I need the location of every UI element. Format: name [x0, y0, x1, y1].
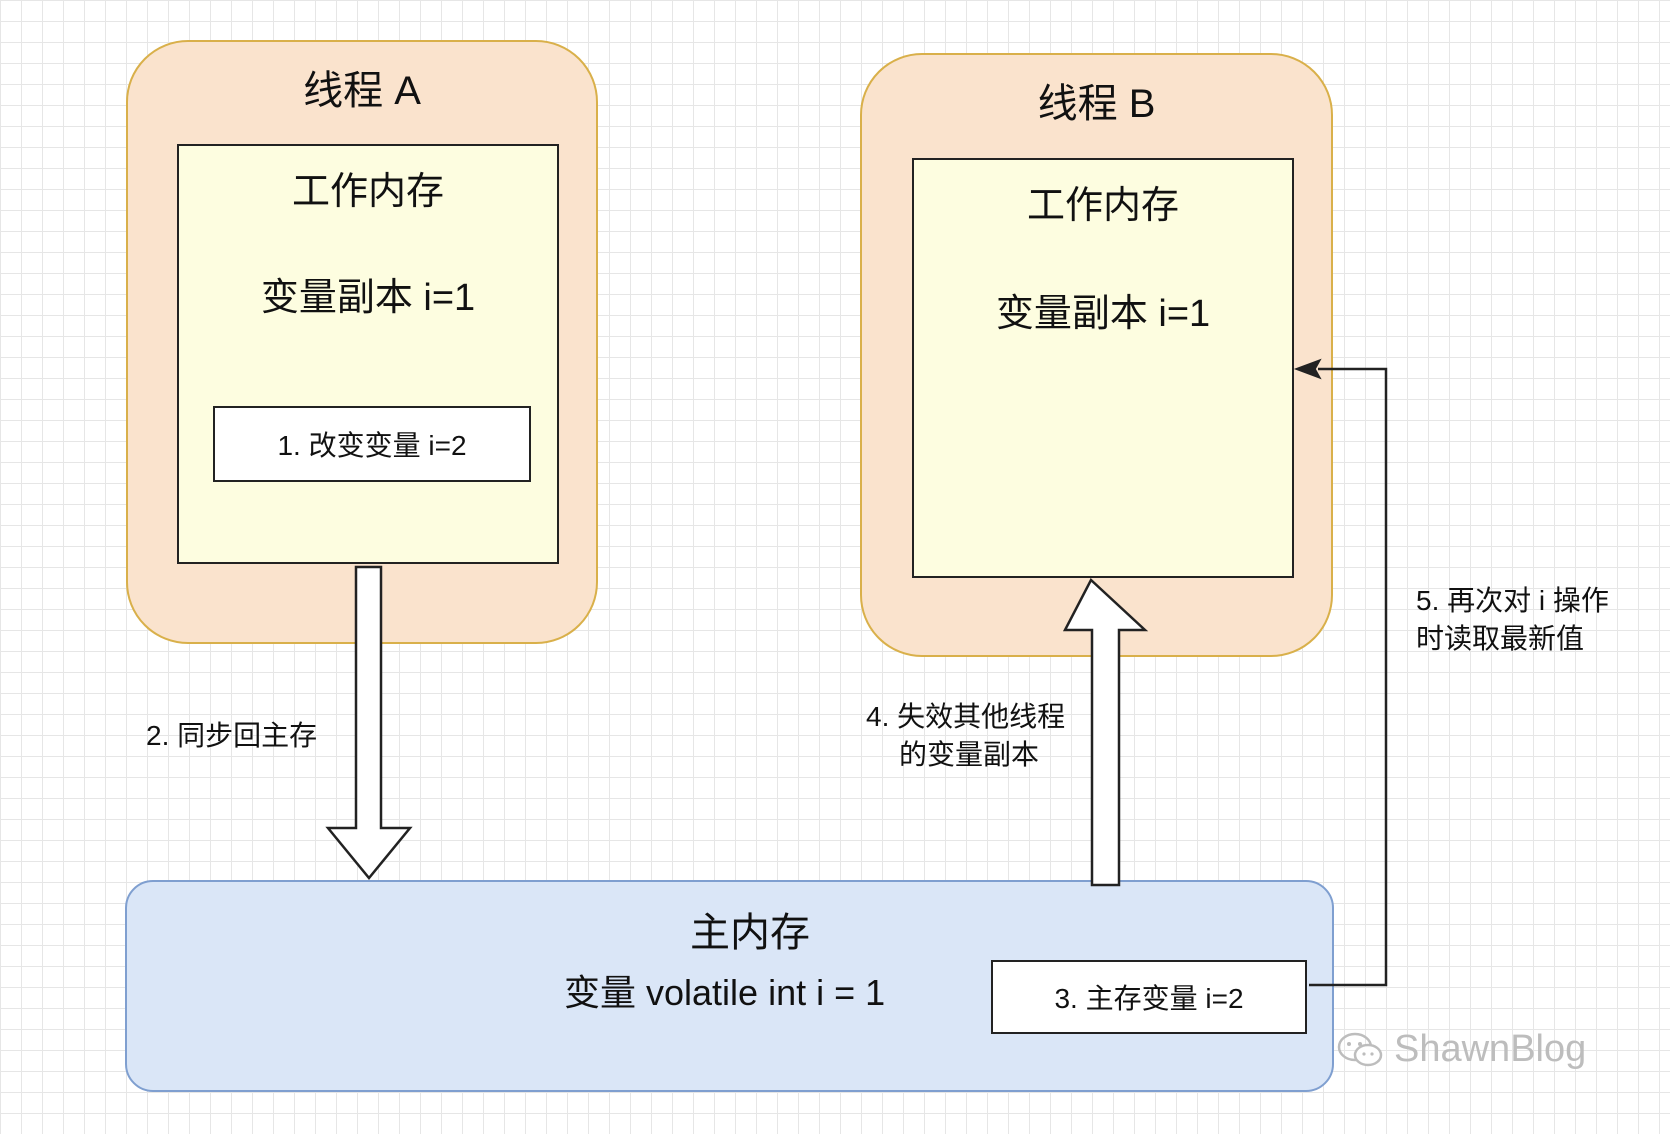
- thread-b-title: 线程 B: [1037, 82, 1156, 126]
- step4-label-line2: 的变量副本: [899, 739, 1040, 770]
- watermark: ShawnBlog: [1336, 1028, 1586, 1071]
- step2-label: 2. 同步回主存: [146, 720, 318, 751]
- read-latest-arrowhead: [1293, 358, 1322, 380]
- thread-b-work-memory: 工作内存 变量副本 i=1: [912, 158, 1294, 578]
- thread-a-title: 线程 A: [303, 69, 421, 113]
- thread-a-work-memory-title: 工作内存: [291, 171, 444, 213]
- thread-b-variable-copy: 变量副本 i=1: [995, 293, 1211, 335]
- watermark-text: ShawnBlog: [1394, 1028, 1587, 1070]
- invalidate-copy-arrow: [1062, 577, 1149, 887]
- step5-label-line1: 5. 再次对 i 操作: [1416, 585, 1609, 616]
- main-memory-title: 主内存: [690, 911, 810, 955]
- step5-label-line2: 时读取最新值: [1416, 623, 1585, 654]
- step1-change-variable-box: 1. 改变变量 i=2: [213, 406, 531, 482]
- read-latest-connector: [1309, 367, 1388, 987]
- sync-to-main-arrow: [325, 565, 413, 880]
- step3-main-variable-box: 3. 主存变量 i=2: [991, 960, 1307, 1034]
- step4-label-line1: 4. 失效其他线程: [866, 701, 1066, 732]
- thread-a-variable-copy: 变量副本 i=1: [260, 277, 476, 319]
- thread-b-work-memory-title: 工作内存: [1026, 185, 1179, 227]
- thread-a-work-memory: 工作内存 变量副本 i=1: [177, 144, 559, 564]
- main-memory-variable: 变量 volatile int i = 1: [564, 972, 886, 1013]
- wechat-icon: [1337, 1032, 1383, 1066]
